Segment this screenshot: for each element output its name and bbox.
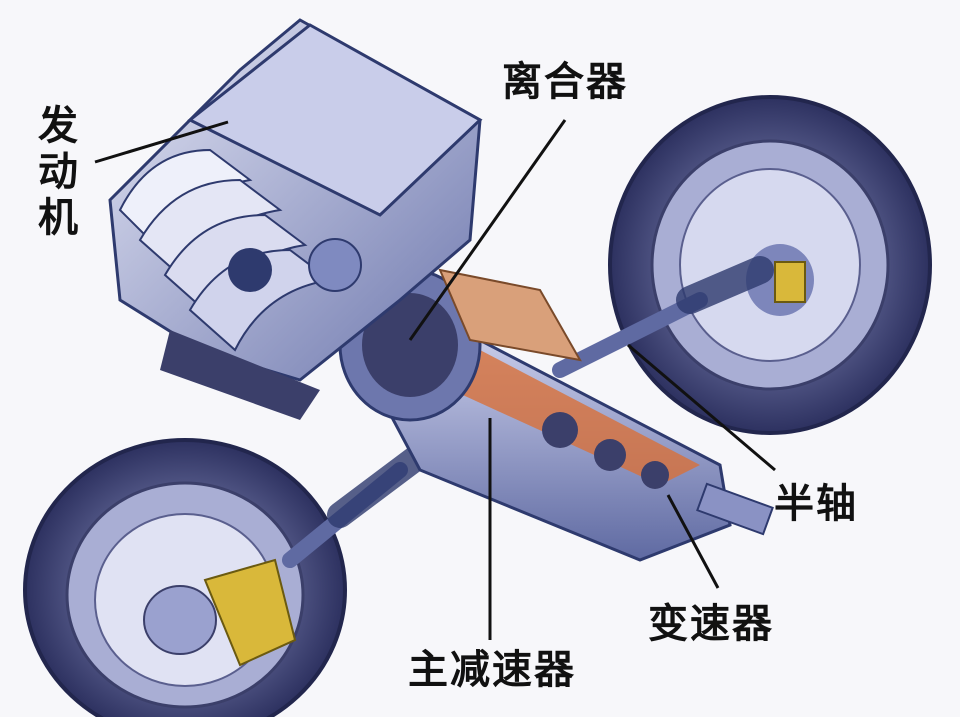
engine-leader bbox=[94, 120, 229, 164]
clutch-label: 离合器 bbox=[502, 59, 628, 105]
gearbox-leader bbox=[666, 494, 720, 589]
clutch-leader bbox=[408, 119, 567, 341]
engine-block bbox=[108, 18, 483, 420]
half-shafts bbox=[282, 256, 774, 568]
gearbox-label: 变速器 bbox=[648, 601, 774, 647]
engine-label: 发动机 bbox=[31, 104, 77, 242]
final-drive-label: 主减速器 bbox=[408, 647, 576, 693]
half-shaft-label: 半轴 bbox=[774, 481, 858, 527]
half-shaft-leader bbox=[627, 343, 776, 472]
leader-lines bbox=[94, 119, 776, 640]
left-wheel bbox=[23, 438, 347, 717]
